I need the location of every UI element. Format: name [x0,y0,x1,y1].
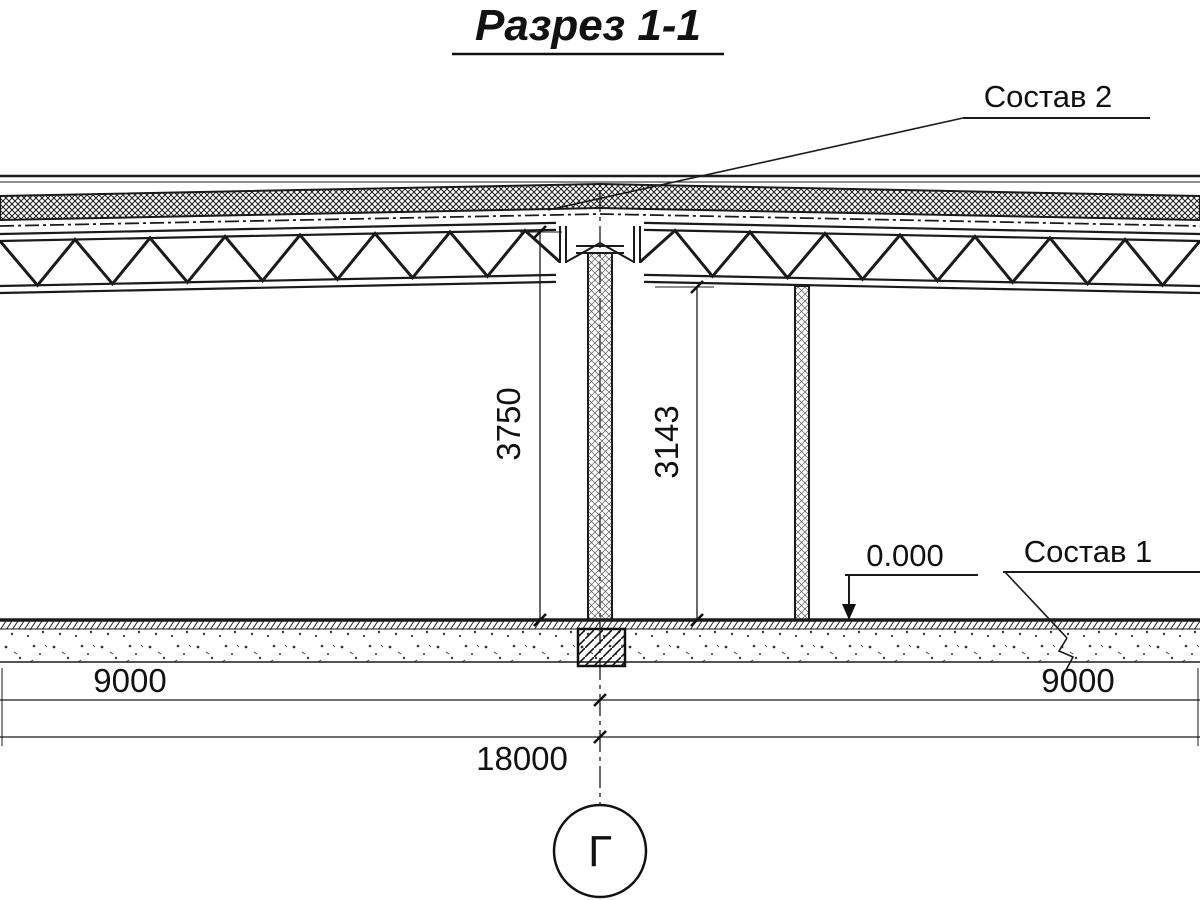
dim-3143-tick-bottom [690,613,704,627]
dim-9000-left-text: 9000 [93,662,166,699]
truss-bottom-chord-outer-left [0,280,557,295]
truss-web-diagonals-right [638,228,1200,288]
axis-circle [552,803,648,899]
dim-total-tick-center [593,730,607,744]
roof-assembly [0,174,1200,227]
dimension-3750: 3750 [490,225,562,627]
truss-top-chord-inner-right [643,228,1200,243]
dim-3143-text: 3143 [648,405,685,478]
elevation-arrow-icon [842,604,856,620]
elevation-zero-text: 0.000 [866,538,944,573]
dim-3143-tick-top [690,280,704,294]
callout-sostav-1-leader [1004,571,1068,639]
dimension-3143: 3143 [648,280,714,627]
callout-sostav-2: Состав 2 [547,79,1150,211]
dim-3750-text: 3750 [490,387,527,460]
elevation-zero-mark: 0.000 [842,538,978,620]
bottom-dimensions: 9000 9000 18000 [0,662,1200,777]
dim-spans-tick-center [593,693,607,707]
drawing-title: Разрез 1-1 [452,1,724,56]
truss-top-chord-inner-left [0,228,557,243]
break-mark [1057,637,1075,673]
drawing-title-text: Разрез 1-1 [475,1,701,50]
truss-bottom-chord-inner-left [0,273,557,288]
truss-web-diagonals-left [0,228,562,288]
truss-top-chord-outer-left [0,221,557,236]
floor-slab [0,618,1200,668]
right-column [794,285,810,621]
dim-18000-text: 18000 [476,740,568,777]
callout-sostav-2-text: Состав 2 [984,79,1113,114]
callout-sostav-1-text: Состав 1 [1024,534,1153,569]
dim-3750-tick-bottom [533,613,547,627]
roof-truss [0,221,1200,295]
truss-top-chord-outer-right [643,221,1200,236]
truss-bottom-chord-inner-right [643,273,1200,288]
callout-sostav-1: Состав 1 [1003,534,1200,673]
dim-3750-tick-top [533,225,547,239]
floor-finish-band [0,621,1200,629]
foundation-block [576,627,627,668]
axis-letter-text: Г [588,827,612,876]
center-column [587,252,613,621]
roof-membrane-dashdot-line [0,213,1200,227]
truss-bottom-chord-outer-right [643,280,1200,295]
connection-diagonals [565,241,635,263]
dim-9000-right-text: 9000 [1041,662,1114,699]
column-axis-marker: Г [552,803,648,899]
roof-insulation-hatch-band [0,182,1200,222]
callout-sostav-2-leader [547,117,964,211]
